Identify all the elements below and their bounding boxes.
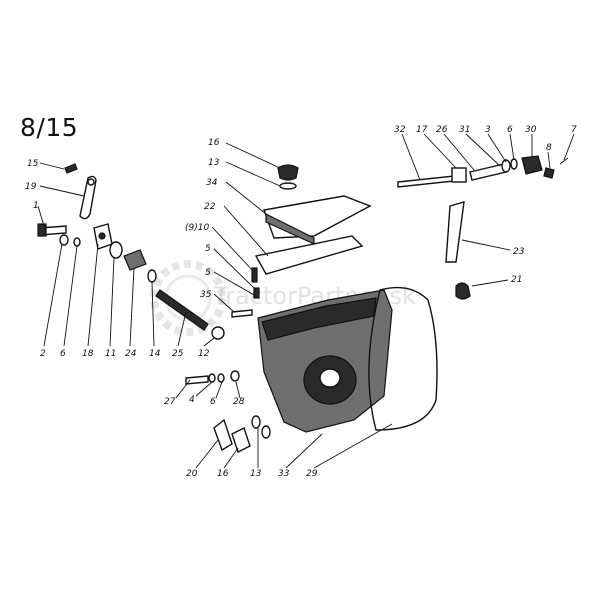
part-33-bore xyxy=(319,368,341,388)
part-28-ring xyxy=(230,370,240,382)
callout-26: 26 xyxy=(436,125,448,135)
part-4-washer xyxy=(208,373,216,383)
callout-15: 15 xyxy=(27,159,39,169)
callout-23: 23 xyxy=(513,247,525,257)
part-29-gasket xyxy=(368,286,438,431)
part-24-plug xyxy=(123,249,147,271)
callout-1: 1 xyxy=(33,201,39,211)
part-6-washer xyxy=(73,237,81,247)
callout-9-10: (9)10 xyxy=(185,223,209,233)
callout-19: 19 xyxy=(25,182,37,192)
callout-13-top: 13 xyxy=(208,158,220,168)
part-15-bolt xyxy=(64,163,78,174)
callout-2: 2 xyxy=(40,349,46,359)
callout-5-b: 5 xyxy=(205,268,211,278)
part-23-lever xyxy=(445,201,465,263)
part-21-knob xyxy=(455,282,471,300)
part-14-ring xyxy=(147,269,157,283)
callout-21: 21 xyxy=(511,275,522,285)
part-27-bolt xyxy=(185,375,209,385)
part-12-ring xyxy=(211,326,225,340)
lower-part-group xyxy=(185,370,271,453)
callout-31: 31 xyxy=(459,125,470,135)
callout-20: 20 xyxy=(186,469,198,479)
part-11-seal xyxy=(109,241,123,259)
part-8-bolt xyxy=(543,167,555,179)
callout-18: 18 xyxy=(82,349,94,359)
callout-12: 12 xyxy=(198,349,210,359)
callout-32: 32 xyxy=(394,125,406,135)
callout-4: 4 xyxy=(189,395,195,405)
part-32-rod xyxy=(397,175,455,188)
part-1-head xyxy=(37,223,47,237)
part-2-washer xyxy=(59,234,69,246)
part-18-hole xyxy=(98,232,106,240)
part-34-cover xyxy=(263,195,372,239)
callout-labels: 15 19 1 2 6 18 11 24 14 25 12 16 13 34 2… xyxy=(25,125,577,479)
part-6-washer-right xyxy=(510,158,518,170)
part-19-eye xyxy=(87,178,95,186)
leader-lines xyxy=(37,133,575,469)
housing-group xyxy=(257,286,438,433)
part-19-lever xyxy=(79,175,97,220)
part-25-shaft xyxy=(155,289,209,331)
callout-35: 35 xyxy=(200,290,212,300)
callout-22: 22 xyxy=(204,202,216,212)
sheet-id: 8/15 xyxy=(20,113,79,142)
callout-3: 3 xyxy=(485,125,491,135)
callout-8: 8 xyxy=(546,143,552,153)
part-6-washer-lower xyxy=(217,373,225,383)
callout-25: 25 xyxy=(172,349,184,359)
part-16-plug xyxy=(231,427,251,453)
part-16-cap xyxy=(277,164,299,181)
part-5-bolt xyxy=(253,287,260,299)
callout-7: 7 xyxy=(571,125,577,135)
right-part-group xyxy=(397,155,569,300)
part-13-seal-lower-b xyxy=(261,425,271,439)
part-20-plug xyxy=(213,418,233,452)
part-13-ring xyxy=(279,182,297,190)
top-center-part-group xyxy=(231,164,372,318)
callout-5-a: 5 xyxy=(205,244,211,254)
part-26-spring xyxy=(469,163,507,181)
callout-34: 34 xyxy=(206,178,218,188)
callout-16-top: 16 xyxy=(208,138,220,148)
part-10-bolt xyxy=(251,267,258,283)
callout-11: 11 xyxy=(105,349,116,359)
callout-28: 28 xyxy=(233,397,245,407)
part-13-seal-lower xyxy=(251,415,261,429)
callout-17: 17 xyxy=(416,125,428,135)
callout-6: 6 xyxy=(60,349,66,359)
part-30-clevis xyxy=(521,155,543,175)
part-3-washer xyxy=(501,159,511,173)
callout-14: 14 xyxy=(149,349,161,359)
callout-29: 29 xyxy=(306,469,318,479)
callout-13-lower: 13 xyxy=(250,469,262,479)
callout-24: 24 xyxy=(125,349,137,359)
callout-33: 33 xyxy=(278,469,290,479)
callout-27: 27 xyxy=(164,397,176,407)
part-35-bolt xyxy=(231,309,253,318)
callout-6-right: 6 xyxy=(507,125,513,135)
callout-16-lower: 16 xyxy=(217,469,229,479)
left-part-group xyxy=(37,163,225,340)
callout-6-lower: 6 xyxy=(210,397,216,407)
part-7-pin xyxy=(559,157,569,165)
callout-30: 30 xyxy=(525,125,537,135)
part-17-block xyxy=(451,167,467,183)
part-22-gasket xyxy=(254,235,364,275)
